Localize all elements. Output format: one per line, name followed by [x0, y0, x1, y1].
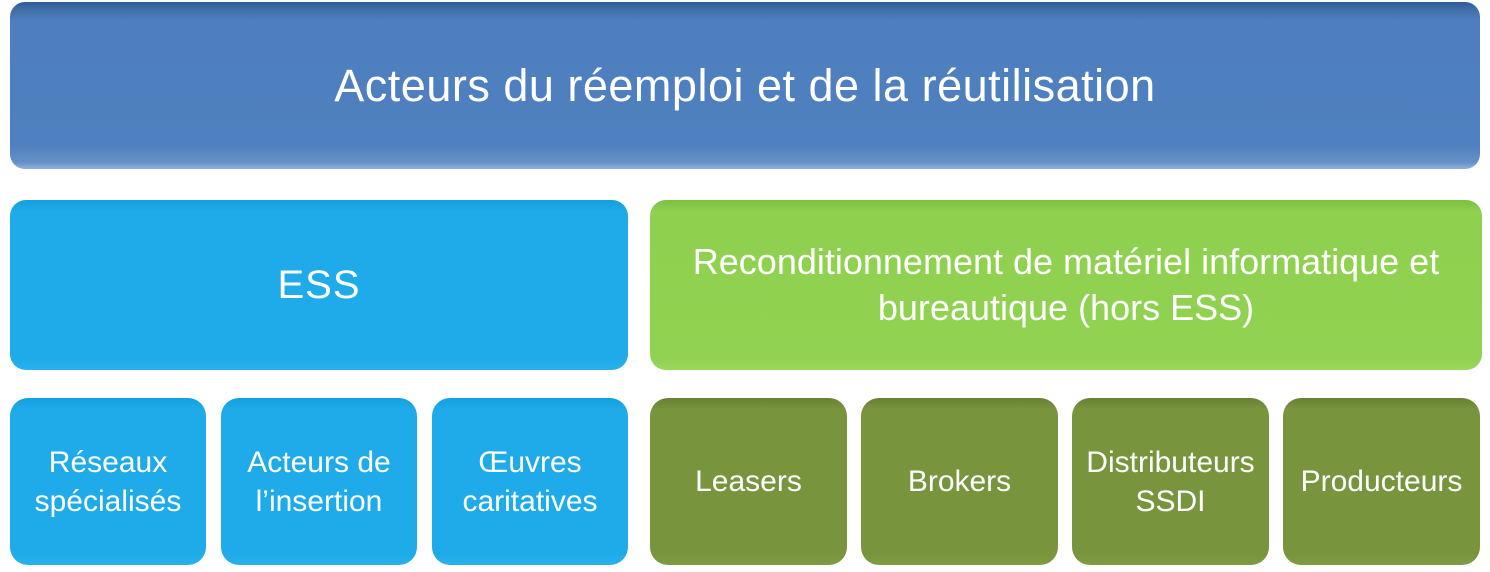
node-distributeurs-ssdi: Distributeurs SSDI — [1072, 398, 1269, 565]
node-label: Leasers — [695, 465, 802, 498]
node-reseaux-specialises: Réseaux spécialisés — [10, 398, 206, 565]
node-acteurs-insertion: Acteurs de l’insertion — [221, 398, 417, 565]
group-reconditionnement: Reconditionnement de matériel informatiq… — [650, 200, 1482, 370]
node-label: Producteurs — [1300, 465, 1463, 498]
diagram-title-banner: Acteurs du réemploi et de la réutilisati… — [10, 2, 1480, 169]
node-label: Œuvres caritatives — [462, 445, 598, 518]
node-label: Acteurs de l’insertion — [247, 445, 391, 518]
node-label: Brokers — [907, 465, 1012, 498]
node-label: Distributeurs SSDI — [1086, 445, 1255, 518]
group-ess-label: ESS — [277, 262, 361, 307]
diagram-title: Acteurs du réemploi et de la réutilisati… — [334, 59, 1156, 111]
group-reconditionnement-label: Reconditionnement de matériel informatiq… — [692, 240, 1440, 328]
node-label: Réseaux spécialisés — [34, 445, 182, 518]
node-producteurs: Producteurs — [1283, 398, 1480, 565]
node-oeuvres-caritatives: Œuvres caritatives — [432, 398, 628, 565]
node-leasers: Leasers — [650, 398, 847, 565]
node-brokers: Brokers — [861, 398, 1058, 565]
group-ess: ESS — [10, 200, 628, 370]
